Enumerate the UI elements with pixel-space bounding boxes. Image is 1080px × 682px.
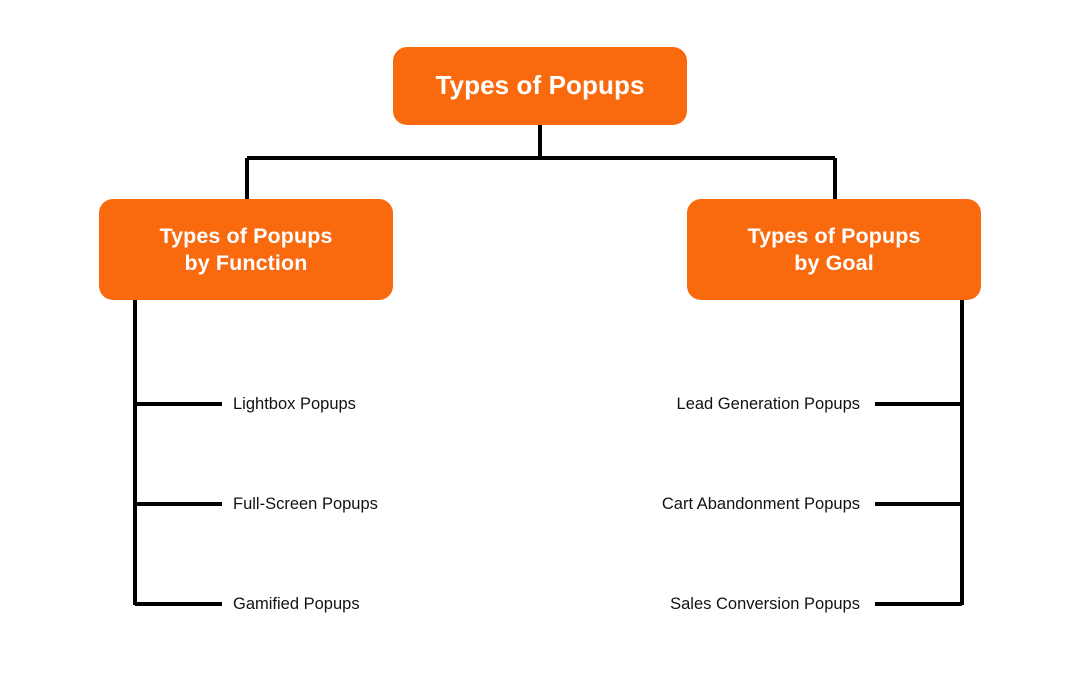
leaf-lightbox-popups: Lightbox Popups [233, 396, 356, 413]
leaf-label: Lightbox Popups [233, 394, 356, 413]
node-root-label: Types of Popups [435, 70, 645, 101]
leaf-full-screen-popups: Full-Screen Popups [233, 496, 378, 513]
node-branch-by-goal-label: Types of Popups by Goal [747, 224, 921, 275]
leaf-label: Cart Abandonment Popups [661, 494, 860, 513]
node-branch-by-function[interactable]: Types of Popups by Function [99, 199, 393, 300]
leaf-sales-conversion-popups: Sales Conversion Popups [670, 596, 860, 613]
leaf-label: Gamified Popups [233, 594, 360, 613]
node-root[interactable]: Types of Popups [393, 47, 687, 125]
leaf-gamified-popups: Gamified Popups [233, 596, 360, 613]
leaf-label: Sales Conversion Popups [670, 594, 860, 613]
node-branch-by-goal[interactable]: Types of Popups by Goal [687, 199, 981, 300]
leaf-lead-generation-popups: Lead Generation Popups [677, 396, 860, 413]
leaf-label: Full-Screen Popups [233, 494, 378, 513]
leaf-label: Lead Generation Popups [676, 394, 860, 413]
node-branch-by-function-label: Types of Popups by Function [159, 224, 333, 275]
leaf-cart-abandonment-popups: Cart Abandonment Popups [662, 496, 860, 513]
